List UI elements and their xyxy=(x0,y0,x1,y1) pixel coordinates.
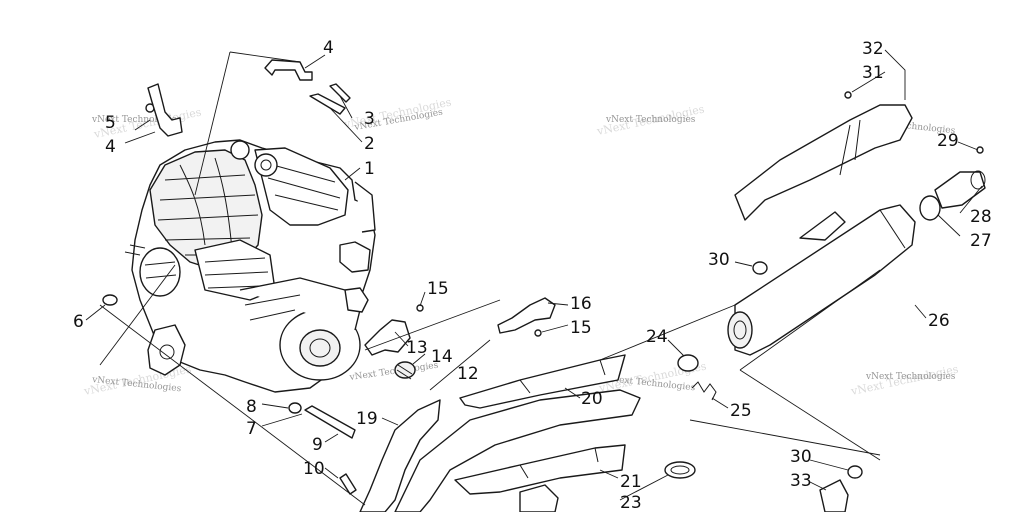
callout-4-top: 4 xyxy=(323,38,334,58)
bolt-part-3 xyxy=(329,83,351,103)
heat-shield-part-20 xyxy=(459,354,626,409)
heat-shield-part-32 xyxy=(734,104,913,221)
callout-6: 6 xyxy=(73,312,84,332)
callout-1: 1 xyxy=(364,159,375,179)
callout-32: 32 xyxy=(862,39,884,59)
bolt-part-9 xyxy=(304,405,356,439)
svg-text:vNext Technologies: vNext Technologies xyxy=(865,372,956,382)
clamp-part-23 xyxy=(664,461,696,479)
callout-labels: 4 5 4 3 2 1 6 15 13 14 12 16 15 8 7 9 10… xyxy=(73,38,992,512)
callout-12: 12 xyxy=(457,364,479,384)
nut-part-6 xyxy=(102,294,118,306)
callout-9: 9 xyxy=(312,435,323,455)
callout-26: 26 xyxy=(928,311,950,331)
watermark-3: vNext Technologies vNext Technologies xyxy=(595,102,706,138)
muffler-part-26 xyxy=(727,204,916,356)
callout-24: 24 xyxy=(646,327,668,347)
watermark-6: vNext Technologies xyxy=(348,361,439,384)
heat-shield-part-21 xyxy=(454,444,626,495)
pin-part-10 xyxy=(339,473,357,495)
callout-16: 16 xyxy=(570,294,592,314)
callout-19: 19 xyxy=(356,409,378,429)
svg-text:vNext Technologies: vNext Technologies xyxy=(91,115,182,125)
callout-14: 14 xyxy=(431,347,453,367)
spark-arrestor-part-28 xyxy=(934,170,986,209)
spring-part-25 xyxy=(691,381,717,401)
callout-7: 7 xyxy=(246,419,257,439)
watermark-2: vNext Technologies vNext Technologies xyxy=(342,95,453,133)
header-pipe-part-19 xyxy=(359,389,641,512)
screw-part-31 xyxy=(844,91,852,99)
callout-21: 21 xyxy=(620,472,642,492)
callout-23: 23 xyxy=(620,493,642,512)
callout-25: 25 xyxy=(730,401,752,421)
leader-lines xyxy=(85,49,983,506)
callout-3: 3 xyxy=(364,109,375,129)
callout-2: 2 xyxy=(364,134,375,154)
grommet-part-30b xyxy=(847,465,863,479)
callout-8: 8 xyxy=(246,397,257,417)
callout-29: 29 xyxy=(937,131,959,151)
spacer-part-8 xyxy=(288,402,302,414)
callout-10: 10 xyxy=(303,459,325,479)
callout-5: 5 xyxy=(105,113,116,133)
gasket-part-24 xyxy=(677,354,699,372)
callout-4-left: 4 xyxy=(105,137,116,157)
gasket-part-27 xyxy=(919,195,941,221)
callout-33: 33 xyxy=(790,471,812,491)
callout-15-upper: 15 xyxy=(427,279,449,299)
callout-28: 28 xyxy=(970,207,992,227)
grommet-part-30 xyxy=(752,261,768,275)
bracket-part-4 xyxy=(264,59,313,81)
bolt-part-2 xyxy=(309,93,346,115)
svg-text:vNext Technologies: vNext Technologies xyxy=(348,361,439,384)
callout-20: 20 xyxy=(581,389,603,409)
svg-text:vNext Technologies: vNext Technologies xyxy=(605,115,696,125)
bracket-part-16 xyxy=(497,297,556,337)
bracket-part-33 xyxy=(819,479,849,512)
callout-15-lower: 15 xyxy=(570,318,592,338)
callout-27: 27 xyxy=(970,231,992,251)
callout-13: 13 xyxy=(406,338,428,358)
callout-31: 31 xyxy=(862,63,884,83)
callout-30-upper: 30 xyxy=(708,250,730,270)
watermark-8: vNext Technologies vNext Technologies xyxy=(849,362,960,398)
engine-assembly xyxy=(124,83,376,393)
callout-30-lower: 30 xyxy=(790,447,812,467)
